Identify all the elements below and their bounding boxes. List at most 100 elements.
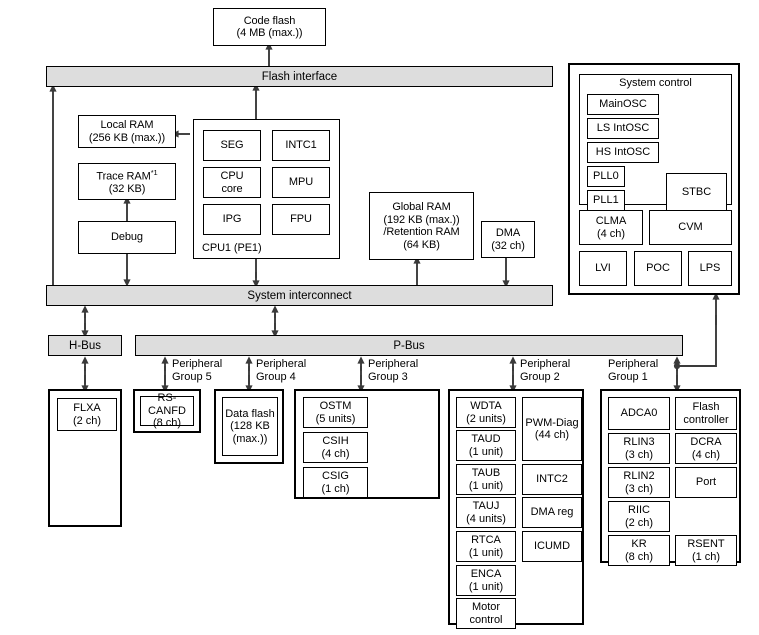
intc2-block: INTC2 (522, 464, 582, 495)
system-control-osc-panel: System control MainOSC LS IntOSC HS IntO… (579, 74, 732, 211)
flash-interface-bus: Flash interface (46, 66, 553, 87)
peripheral-group-2-label: Peripheral Group 2 (520, 358, 571, 383)
data-flash-block: Data flash (128 KB (max.)) (222, 397, 278, 456)
peripheral-group-4: Data flash (128 KB (max.)) (214, 389, 284, 464)
peripheral-group-2: WDTA (2 units) TAUD (1 unit) TAUB (1 uni… (448, 389, 584, 629)
csig-block: CSIG (1 ch) (303, 467, 368, 498)
motor-control-label: Motor control (469, 601, 503, 626)
hbus-peripheral-group: FLXA (2 ch) (48, 389, 122, 527)
cpu-cell-seg: SEG (203, 130, 261, 161)
local-ram-label: Local RAM (256 KB (max.)) (88, 119, 166, 144)
csig-label: CSIG (1 ch) (321, 470, 350, 495)
clma-block: CLMA (4 ch) (579, 210, 643, 245)
enca-block: ENCA (1 unit) (456, 565, 516, 596)
cpu-cell-intc1: INTC1 (272, 130, 330, 161)
h-bus: H-Bus (48, 335, 122, 356)
trace-ram-size: (32 KB) (108, 183, 146, 196)
poc-label: POC (646, 262, 670, 275)
code-flash-label: Code flash (4 MB (max.)) (236, 14, 303, 40)
stbc-block: STBC (666, 173, 727, 211)
rlin3-block: RLIN3 (3 ch) (608, 433, 670, 464)
csih-block: CSIH (4 ch) (303, 432, 368, 463)
adca0-label: ADCA0 (620, 407, 658, 420)
debug-block: Debug (78, 221, 176, 254)
trace-ram-block: Trace RAM*1 (32 KB) (78, 163, 176, 200)
dma-label: DMA (32 ch) (491, 227, 525, 252)
pwm-diag-label: PWM-Diag (44 ch) (525, 416, 579, 442)
global-ram-block: Global RAM (192 KB (max.)) /Retention RA… (369, 192, 474, 260)
system-interconnect-bus: System interconnect (46, 285, 553, 306)
tauj-label: TAUJ (4 units) (466, 500, 506, 525)
taub-label: TAUB (1 unit) (468, 467, 504, 492)
peripheral-group-5: RS-CANFD (8 ch) (133, 389, 201, 433)
riic-block: RIIC (2 ch) (608, 501, 670, 532)
icumd-label: ICUMD (533, 540, 571, 553)
wdta-block: WDTA (2 units) (456, 397, 516, 428)
dma-reg-block: DMA reg (522, 497, 582, 528)
csih-label: CSIH (4 ch) (321, 435, 350, 460)
dma-reg-label: DMA reg (530, 506, 574, 519)
cpu-cell-cpu-core: CPU core (203, 167, 261, 198)
p-bus: P-Bus (135, 335, 683, 356)
rlin2-label: RLIN2 (3 ch) (623, 470, 655, 495)
cpu-cell-fpu: FPU (272, 204, 330, 235)
tauj-block: TAUJ (4 units) (456, 497, 516, 528)
ostm-label: OSTM (5 units) (315, 400, 356, 425)
debug-label: Debug (111, 231, 143, 244)
cpu-cell-fpu-label: FPU (290, 213, 312, 226)
flash-interface-label: Flash interface (261, 70, 338, 83)
cpu-cell-ipg-label: IPG (222, 213, 242, 226)
pll0-label: PLL0 (593, 170, 619, 183)
data-flash-label: Data flash (128 KB (max.)) (225, 407, 275, 445)
system-control-title: System control (619, 77, 692, 89)
taud-label: TAUD (1 unit) (468, 433, 504, 458)
p-bus-label: P-Bus (393, 339, 425, 352)
h-bus-label: H-Bus (69, 339, 101, 352)
lvi-label: LVI (595, 262, 611, 275)
rtca-block: RTCA (1 unit) (456, 531, 516, 562)
peripheral-group-1-label: Peripheral Group 1 (608, 358, 659, 383)
flash-controller-block: Flash controller (675, 397, 737, 430)
dcra-block: DCRA (4 ch) (675, 433, 737, 464)
wdta-label: WDTA (2 units) (466, 400, 506, 425)
peripheral-group-1: ADCA0 RLIN3 (3 ch) RLIN2 (3 ch) RIIC (2 … (600, 389, 741, 566)
enca-label: ENCA (1 unit) (468, 568, 504, 593)
kr-block: KR (8 ch) (608, 535, 670, 566)
cpu-cell-ipg: IPG (203, 204, 261, 235)
pll1-label: PLL1 (593, 194, 619, 207)
ostm-block: OSTM (5 units) (303, 397, 368, 428)
system-control-outer: System control MainOSC LS IntOSC HS IntO… (568, 63, 740, 295)
adca0-block: ADCA0 (608, 397, 670, 430)
peripheral-group-5-label: Peripheral Group 5 (172, 358, 223, 383)
peripheral-group-3: OSTM (5 units) CSIH (4 ch) CSIG (1 ch) (294, 389, 440, 499)
port-block: Port (675, 467, 737, 498)
global-ram-label: Global RAM (192 KB (max.)) /Retention RA… (383, 201, 460, 251)
pll0-block: PLL0 (587, 166, 625, 187)
intc2-label: INTC2 (536, 473, 568, 486)
kr-label: KR (8 ch) (624, 538, 654, 563)
stbc-label: STBC (681, 185, 712, 198)
rsent-label: RSENT (1 ch) (687, 538, 725, 563)
peripheral-group-4-label: Peripheral Group 4 (256, 358, 307, 383)
cpu-cell-mpu: MPU (272, 167, 330, 198)
rsent-block: RSENT (1 ch) (675, 535, 737, 566)
lps-block: LPS (688, 251, 732, 286)
cpu-cell-mpu-label: MPU (288, 176, 314, 189)
ls-intosc-label: LS IntOSC (596, 122, 650, 135)
flxa-block: FLXA (2 ch) (57, 398, 117, 431)
trace-ram-name: Trace RAM*1 (96, 168, 158, 183)
trace-ram-footnote-marker: *1 (150, 168, 158, 178)
flash-controller-label: Flash controller (683, 401, 729, 426)
ls-intosc-block: LS IntOSC (587, 118, 659, 139)
dcra-label: DCRA (4 ch) (690, 436, 722, 461)
rs-canfd-label: RS-CANFD (8 ch) (148, 392, 186, 430)
mainosc-label: MainOSC (599, 98, 647, 111)
rlin3-label: RLIN3 (3 ch) (623, 436, 655, 461)
flxa-label: FLXA (2 ch) (72, 402, 102, 427)
icumd-block: ICUMD (522, 531, 582, 562)
taub-block: TAUB (1 unit) (456, 464, 516, 495)
lvi-block: LVI (579, 251, 627, 286)
cvm-label: CVM (678, 221, 703, 234)
cpu-cell-intc1-label: INTC1 (285, 139, 317, 152)
